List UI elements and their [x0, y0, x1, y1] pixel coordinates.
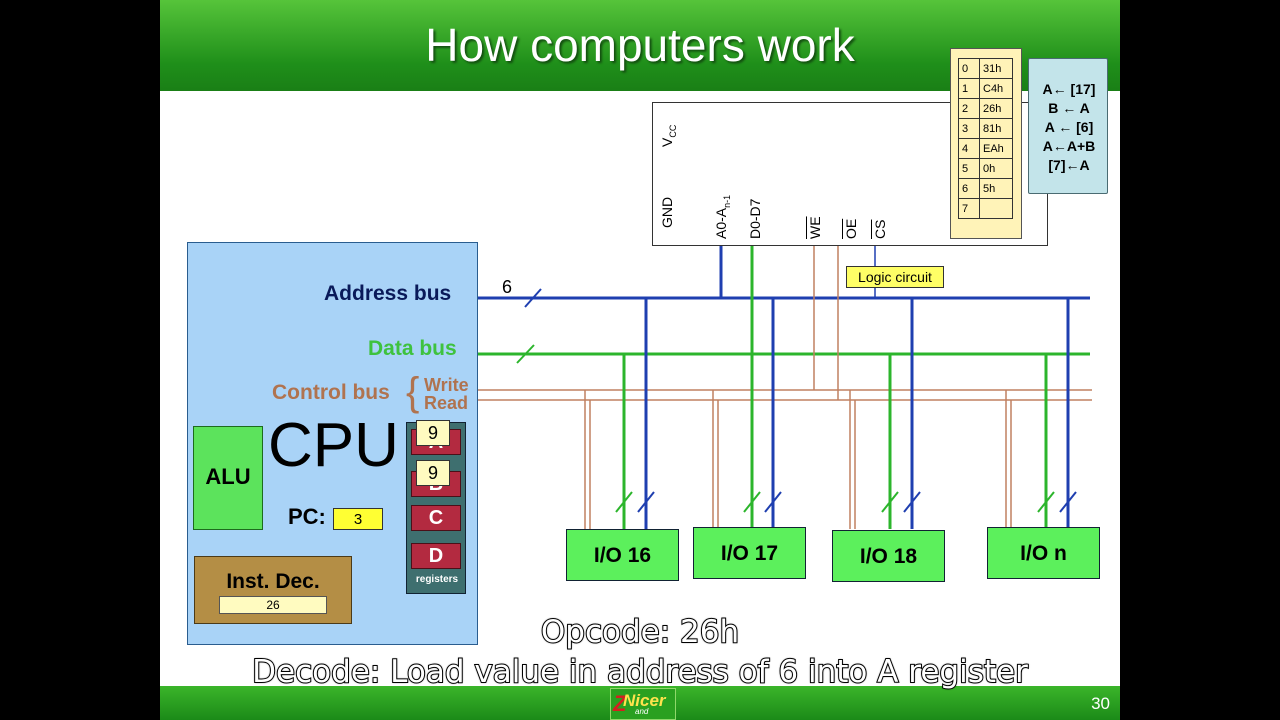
- data-bus-slash: [516, 344, 535, 364]
- memory-address: 1: [958, 78, 980, 99]
- caption-line-2: Decode: Load value in address of 6 into …: [251, 653, 1029, 691]
- register-d: D: [411, 543, 461, 569]
- address-bus-slash: [524, 288, 542, 308]
- io-device-18: I/O 18: [832, 530, 945, 582]
- instruction-decoder-value: 26: [219, 596, 327, 614]
- address-bus-label: Address bus: [324, 282, 452, 305]
- logo-text: Nicer: [623, 691, 666, 710]
- register-d-name: D: [428, 545, 444, 567]
- io-address-slash: [764, 491, 782, 513]
- memory-value: [979, 198, 1013, 219]
- pc-value: 3: [333, 508, 383, 530]
- cpu-label: CPU: [268, 411, 399, 480]
- program-scroll: A← [17] B ← A A ← [6] A←A+B [7]←A: [1028, 58, 1108, 194]
- memory-address: 0: [958, 58, 980, 79]
- data-pin-label: D0-D7: [747, 198, 763, 239]
- memory-address: 5: [958, 158, 980, 179]
- program-line: B ← A: [1048, 100, 1090, 116]
- register-a-value: 9: [416, 420, 450, 446]
- register-c-name: C: [428, 507, 444, 529]
- io-data-slash: [881, 491, 899, 513]
- logo-mark-icon: Z: [613, 691, 627, 716]
- we-pin-label: WE: [807, 216, 823, 239]
- memory-value: 31h: [979, 58, 1013, 79]
- logo: Z Nicer and: [610, 688, 676, 720]
- address-pin-label: A0-An-1: [713, 194, 732, 239]
- write-line-label: Write: [424, 375, 469, 395]
- page-number: 30: [1091, 694, 1110, 713]
- memory-address: 7: [958, 198, 980, 219]
- memory-address: 6: [958, 178, 980, 199]
- control-bus-brace: {: [406, 370, 420, 414]
- alu-label: ALU: [205, 464, 251, 489]
- memory-table-row: 7: [958, 198, 1013, 219]
- vcc-pin-label: VCC: [659, 124, 678, 147]
- memory-value: 0h: [979, 158, 1013, 179]
- memory-value: 81h: [979, 118, 1013, 139]
- oe-pin-label: OE: [843, 218, 859, 239]
- logic-circuit: Logic circuit: [846, 266, 944, 288]
- memory-value: EAh: [979, 138, 1013, 159]
- address-bus-width: 6: [502, 277, 513, 297]
- cs-pin-label: CS: [872, 219, 888, 239]
- register-c: C: [411, 505, 461, 531]
- memory-address: 2: [958, 98, 980, 119]
- program-line: [7]←A: [1048, 157, 1090, 173]
- data-bus-label: Data bus: [368, 337, 457, 360]
- io-data-slash: [743, 491, 761, 513]
- program-line: A ← [6]: [1044, 119, 1094, 135]
- program-line: A← [17]: [1042, 81, 1096, 97]
- memory-address: 3: [958, 118, 980, 139]
- read-line-label: Read: [424, 393, 469, 413]
- memory-value: C4h: [979, 78, 1013, 99]
- slide: How computers work Address bus 6 Data bu…: [160, 0, 1120, 720]
- io-device-n: I/O n: [987, 527, 1100, 579]
- io-address-slash: [1059, 491, 1077, 513]
- memory-address: 4: [958, 138, 980, 159]
- pc-label: PC:: [288, 504, 326, 529]
- alu-box: [193, 426, 263, 530]
- registers-label: registers: [415, 574, 459, 585]
- control-bus-label: Control bus: [272, 381, 390, 404]
- io-device-17: I/O 17: [693, 527, 806, 579]
- io-device-16: I/O 16: [566, 529, 679, 581]
- io-data-slash: [1037, 491, 1055, 513]
- io-address-slash: [903, 491, 921, 513]
- instruction-decoder-label: Inst. Dec.: [226, 570, 320, 593]
- io-address-slash: [637, 491, 655, 513]
- io-data-slash: [615, 491, 633, 513]
- program-line: A←A+B: [1042, 138, 1096, 154]
- bus-wiring: [478, 246, 1092, 529]
- register-file: A B C D registers: [406, 422, 466, 594]
- slide-title: How computers work: [425, 19, 855, 71]
- gnd-pin-label: GND: [659, 196, 675, 228]
- caption-line-1: Opcode: 26h: [540, 613, 740, 651]
- register-b-value: 9: [416, 460, 450, 486]
- memory-value: 5h: [979, 178, 1013, 199]
- logo-subtext: and: [635, 707, 649, 716]
- slide-header: How computers work: [160, 0, 1120, 91]
- memory-value: 26h: [979, 98, 1013, 119]
